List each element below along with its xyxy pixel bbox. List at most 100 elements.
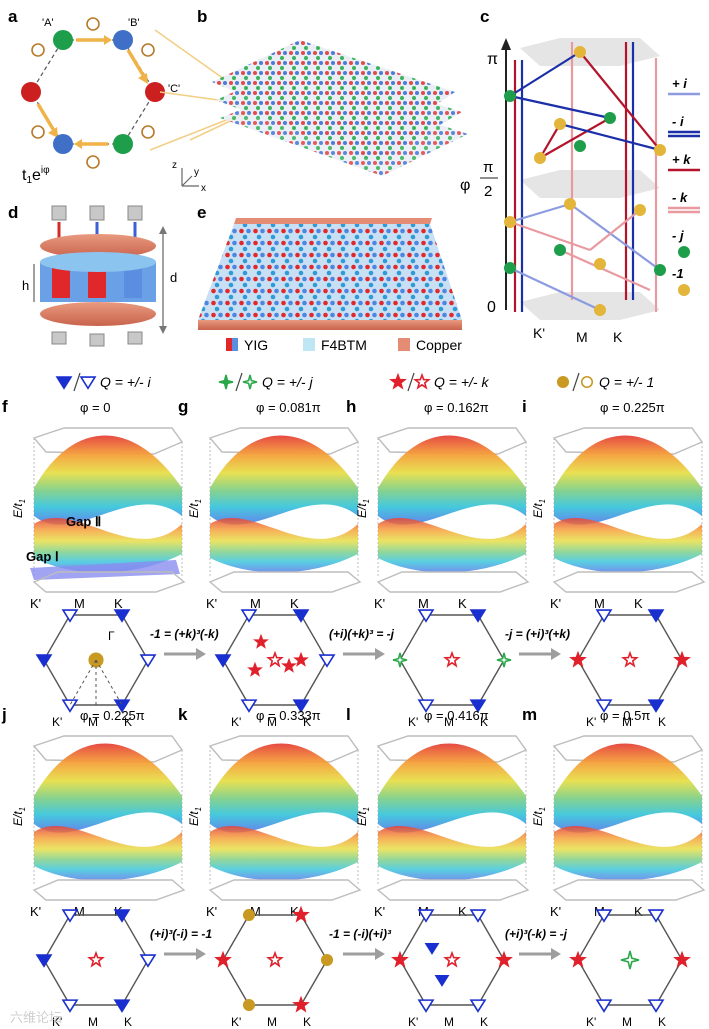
center-charge [445,953,458,966]
bz-tick: M [622,1015,632,1029]
band-ylabel: E/t1 [531,807,547,826]
gap-label-1: Gap Ⅰ [26,549,59,564]
lattice-sheet [198,224,462,320]
slash [74,373,80,391]
corner-charge [244,1000,255,1011]
band-x-tick: M [250,596,261,611]
corner-charge [115,1000,129,1011]
hopping-term: t1eiφ [22,165,50,186]
bz-bottom-face [210,880,360,900]
corner-charge [419,1000,433,1011]
upper-band-surface [210,436,358,525]
band-x-tick: M [74,596,85,611]
band-ylabel: E/t1 [187,499,203,518]
c-tick-kp: K' [533,325,545,341]
c-legend-label: - k [672,190,688,205]
bz-tick: K' [586,1015,596,1029]
site-red-left [21,82,41,102]
e-legend: YIGF4BTMCopper [226,337,462,353]
bz-bottom-face [210,572,360,592]
band-panel: jφ = 0.225πE/t1K'MK [1,705,184,919]
phi-value: φ = 0.162π [424,400,489,415]
corner-charge [216,655,230,666]
material-label: YIG [244,337,268,353]
phi-value: φ = 0.333π [256,708,321,723]
corner-charge [63,700,77,711]
c-legend-label: -1 [672,266,684,281]
axis-x: x [201,183,206,194]
corner-charge [571,653,584,666]
upper-band-surface [34,436,182,525]
corner-charge [675,653,688,666]
band-x-tick: K' [206,596,217,611]
charge-equation: -j = (+i)³(+k) [505,627,570,641]
band-panel-label: i [522,397,527,416]
site-label-b: 'B' [128,17,140,29]
band-x-tick: K [458,904,467,919]
lower-band-surface [554,826,702,881]
bz-tick: M [88,1015,98,1029]
center-charge [445,653,458,666]
bz-tick: K' [586,715,596,729]
material-label: Copper [416,337,462,353]
charge-symbol-open [415,375,428,388]
bz-row-bottom: (+i)³(-i) = -1-1 = (-i)(+i)³(+i)³(-k) = … [37,908,689,1029]
swatch-copper [398,338,410,351]
swatch-yig [226,338,232,351]
center-charge [621,951,639,969]
corner-charge [571,953,584,966]
bz-tick: K [303,1015,311,1029]
axis-z: z [172,160,177,171]
moving-triangle [436,976,448,986]
charge-equation: (+i)(+k)³ = -j [329,627,395,641]
band-x-tick: K' [550,596,561,611]
charge-equation: -1 = (+k)³(-k) [150,627,219,641]
band-x-tick: K' [30,596,41,611]
slash [408,373,414,391]
band-panel: mφ = 0.5πE/t1K'MK [522,705,704,919]
corner-charge [37,655,51,666]
bz-tick: K' [231,715,241,729]
band-x-tick: K' [30,904,41,919]
band-panel-label: g [178,397,188,416]
c-legend-dot [678,284,690,296]
charge-label: Q = +/- k [434,374,489,390]
center-charge [268,653,281,666]
corner-charge [244,910,255,921]
band-x-tick: K [290,596,299,611]
band-x-tick: K [458,596,467,611]
copper-plate-bottom [40,302,156,326]
slash [573,373,579,391]
band-panel-label: m [522,705,537,724]
bz-tick: K' [231,1015,241,1029]
band-panel-label: h [346,397,356,416]
moving-star [295,654,306,665]
bz-tick: K [658,715,666,729]
phi-value: φ = 0.225π [600,400,665,415]
bz-tick: K [124,1015,132,1029]
moving-star [283,660,294,671]
corner-charge [216,953,229,966]
site-green-top [53,30,73,50]
center-charge [89,953,102,966]
flow-arrow-head [551,648,561,660]
band-x-tick: M [594,596,605,611]
band-panel-label: l [346,705,351,724]
band-x-tick: M [418,596,429,611]
corner-charge [320,655,334,666]
charge-symbol-open [582,377,593,388]
charge-symbol-open [243,375,257,389]
upper-band-surface [554,744,702,833]
phi-mid-den: 2 [484,183,492,200]
band-x-tick: K [114,596,123,611]
band-panels-bottom: jφ = 0.225πE/t1K'MKkφ = 0.333πE/t1K'MKlφ… [1,705,704,919]
band-x-tick: K' [550,904,561,919]
corner-charge [497,953,510,966]
charge-equation: (+i)³(-i) = -1 [150,927,212,941]
lower-band-surface [378,826,526,881]
bz-tick: M [267,1015,277,1029]
magnets-bottom [52,332,142,346]
bz-tick: K [480,1015,488,1029]
